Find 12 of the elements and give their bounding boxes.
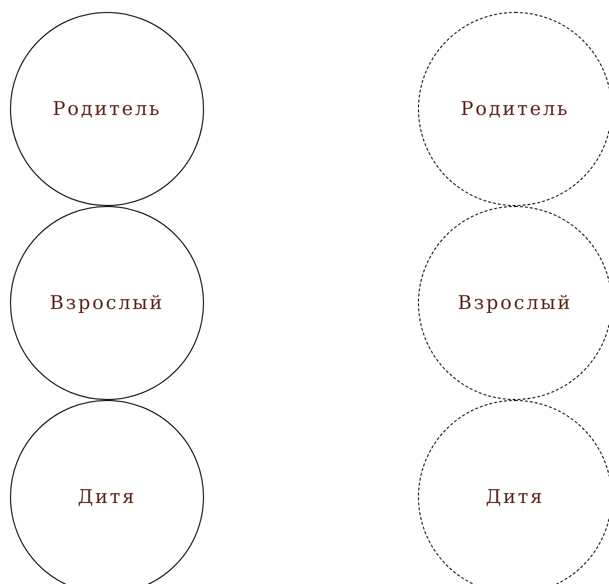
ego-state-circle xyxy=(10,12,204,206)
node-label: Дитя xyxy=(78,486,136,508)
node-label: Взрослый xyxy=(50,292,164,314)
ego-state-circle xyxy=(418,400,609,584)
ego-state-circle xyxy=(10,206,204,400)
node-label: Дитя xyxy=(486,486,544,508)
ego-state-circle xyxy=(10,400,204,584)
node-label: Взрослый xyxy=(458,292,572,314)
ego-state-circle xyxy=(418,206,609,400)
node-label: Родитель xyxy=(52,98,162,120)
node-label: Родитель xyxy=(460,98,570,120)
ego-state-circle xyxy=(418,12,609,206)
